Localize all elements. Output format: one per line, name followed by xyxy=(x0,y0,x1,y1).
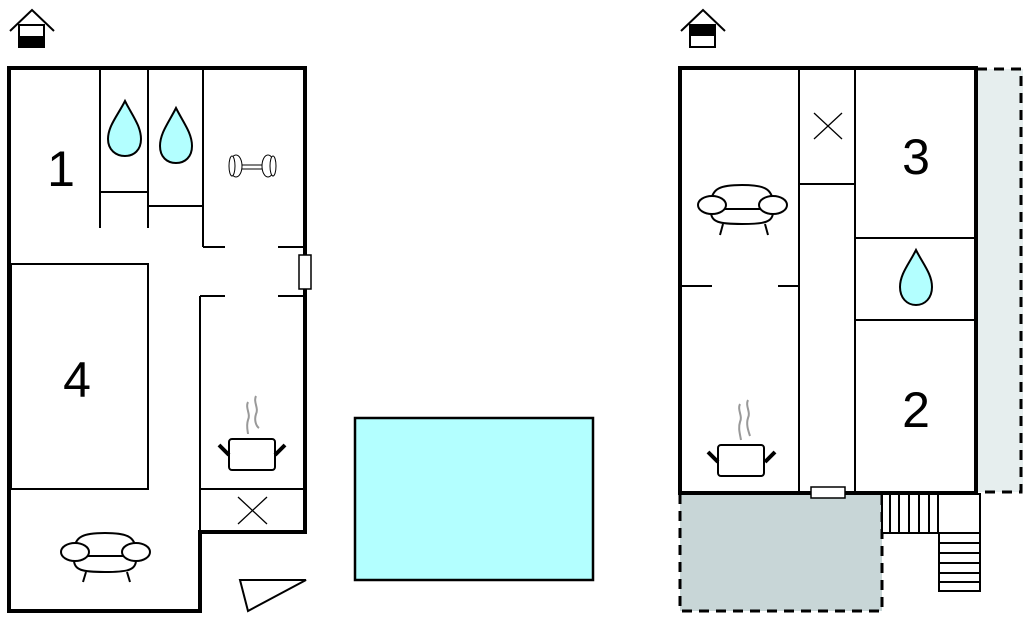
room-label-1: 1 xyxy=(47,141,75,197)
room-label-3: 3 xyxy=(902,129,930,185)
house-upper-floor-icon xyxy=(680,8,726,48)
window xyxy=(298,254,312,290)
pool xyxy=(353,416,595,582)
window xyxy=(810,486,846,499)
room-label-2: 2 xyxy=(902,382,930,438)
stairs xyxy=(881,493,981,592)
balcony xyxy=(977,69,1023,492)
room-label-4: 4 xyxy=(63,352,91,408)
entrance-triangle-icon xyxy=(238,579,307,613)
x-cross-icon xyxy=(813,112,843,140)
cooking-pot-icon xyxy=(706,399,777,477)
house-lower-floor-icon xyxy=(9,8,55,48)
ground-floor: 1 4 xyxy=(7,8,312,613)
sofa-icon xyxy=(697,183,788,236)
x-cross-icon xyxy=(237,496,268,525)
water-drop-icon xyxy=(898,247,934,307)
dumbbell-icon xyxy=(228,154,277,178)
water-drop-icon xyxy=(158,105,194,165)
upper-floor: 3 2 xyxy=(678,8,1023,613)
sofa-icon xyxy=(60,531,151,583)
water-drop-icon xyxy=(106,98,143,158)
cooking-pot-icon xyxy=(217,395,287,471)
terrace xyxy=(680,494,882,611)
